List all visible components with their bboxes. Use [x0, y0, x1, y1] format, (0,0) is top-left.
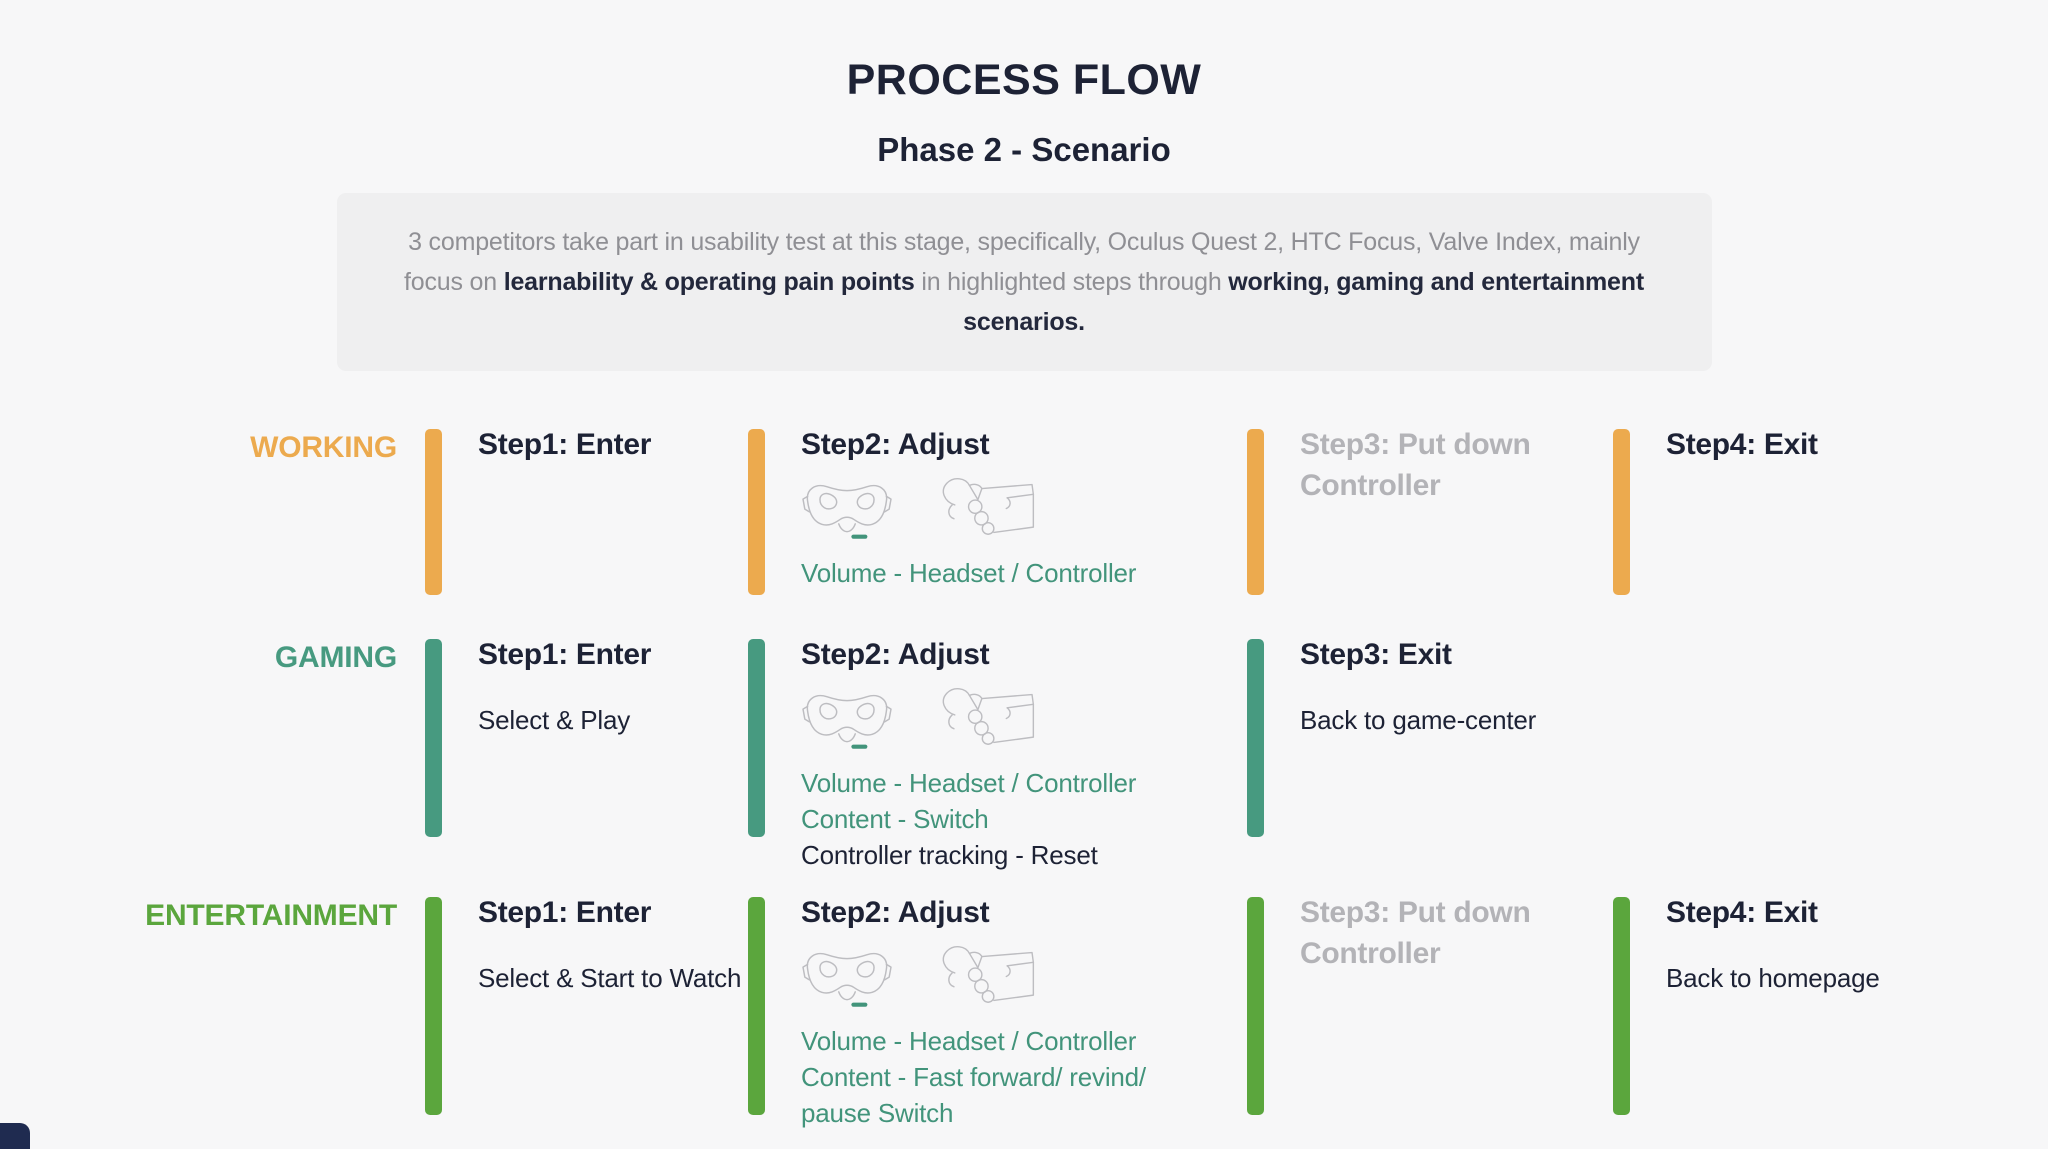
step-title: Step3: Put down Controller: [1300, 428, 1531, 502]
step-highlight: Content - Fast forward/ revind/ pause Sw…: [801, 1062, 1146, 1128]
step-cell-empty: [1613, 639, 2048, 837]
step-cell-entertainment-3: Step3: Put down Controller: [1247, 896, 1613, 1115]
step-icons: [801, 940, 1201, 1012]
step-highlight: Volume - Headset / Controller: [801, 558, 1137, 588]
step-title: Step2: Adjust: [801, 428, 990, 461]
step-subtext: Select & Start to Watch: [478, 963, 742, 993]
step-bar: [1613, 429, 1630, 595]
scenario-row-working: WORKING Step1: Enter Step2: Adjust: [0, 428, 2048, 595]
vr-headset-icon: [801, 688, 893, 754]
step-subtext: Back to homepage: [1666, 963, 1880, 993]
step-highlight: Content - Switch: [801, 804, 989, 834]
step-bar: [1247, 897, 1264, 1115]
step-cell-working-2: Step2: Adjust Volume: [748, 428, 1247, 595]
page-subtitle: Phase 2 - Scenario: [877, 131, 1171, 168]
step-bar: [748, 639, 765, 837]
hand-controller-icon: [919, 683, 1035, 754]
scenario-label-gaming: GAMING: [274, 641, 397, 674]
step-bar: [1613, 897, 1630, 1115]
description-box: 3 competitors take part in usability tes…: [336, 193, 1712, 371]
description-bold-pain-points: learnability & operating pain points: [503, 268, 915, 296]
step-title: Step3: Exit: [1300, 638, 1452, 671]
step-title: Step1: Enter: [478, 638, 652, 671]
step-highlight: Volume - Headset / Controller: [801, 1026, 1137, 1056]
description-bold-scenarios: working, gaming and entertainment scenar…: [963, 268, 1644, 336]
vr-headset-icon: [801, 478, 893, 544]
step-title: Step3: Put down Controller: [1300, 896, 1531, 970]
step-subtext: Back to game-center: [1300, 705, 1537, 735]
hand-controller-icon: [919, 473, 1035, 544]
page-title: PROCESS FLOW: [846, 56, 1202, 104]
step-title: Step4: Exit: [1666, 428, 1818, 461]
corner-accent: [0, 1123, 30, 1149]
description-text: 3 competitors take part in usability tes…: [404, 228, 1640, 296]
step-cell-entertainment-2: Step2: Adjust Volume: [748, 896, 1247, 1128]
step-bar: [748, 429, 765, 595]
scenario-label-working: WORKING: [250, 431, 397, 464]
step-title: Step4: Exit: [1666, 896, 1818, 929]
step-title: Step1: Enter: [478, 428, 652, 461]
step-bar: [1247, 639, 1264, 837]
step-title: Step1: Enter: [478, 896, 652, 929]
scenario-label-entertainment: ENTERTAINMENT: [145, 899, 397, 932]
step-title: Step2: Adjust: [801, 896, 990, 929]
step-bar: [425, 897, 442, 1115]
step-icons: [801, 682, 1136, 754]
hand-controller-icon: [919, 941, 1035, 1012]
step-bar: [748, 897, 765, 1115]
step-highlight: Volume - Headset / Controller: [801, 768, 1137, 798]
step-bar: [1247, 429, 1264, 595]
step-cell-working-1: Step1: Enter: [425, 428, 748, 595]
description-text: in highlighted steps through: [914, 268, 1229, 296]
step-cell-working-3: Step3: Put down Controller: [1247, 428, 1613, 595]
vr-headset-icon: [801, 946, 893, 1012]
step-bar: [425, 429, 442, 595]
step-subtext: Select & Play: [478, 705, 631, 735]
step-cell-gaming-2: Step2: Adjust Volume: [748, 638, 1247, 870]
step-cell-working-4: Step4: Exit: [1613, 428, 2048, 595]
step-note: Controller tracking - Reset: [801, 840, 1098, 870]
step-bar: [425, 639, 442, 837]
step-title: Step2: Adjust: [801, 638, 990, 671]
page-header: PROCESS FLOW Phase 2 - Scenario 3 compet…: [0, 0, 2048, 371]
step-icons: [801, 472, 1136, 544]
